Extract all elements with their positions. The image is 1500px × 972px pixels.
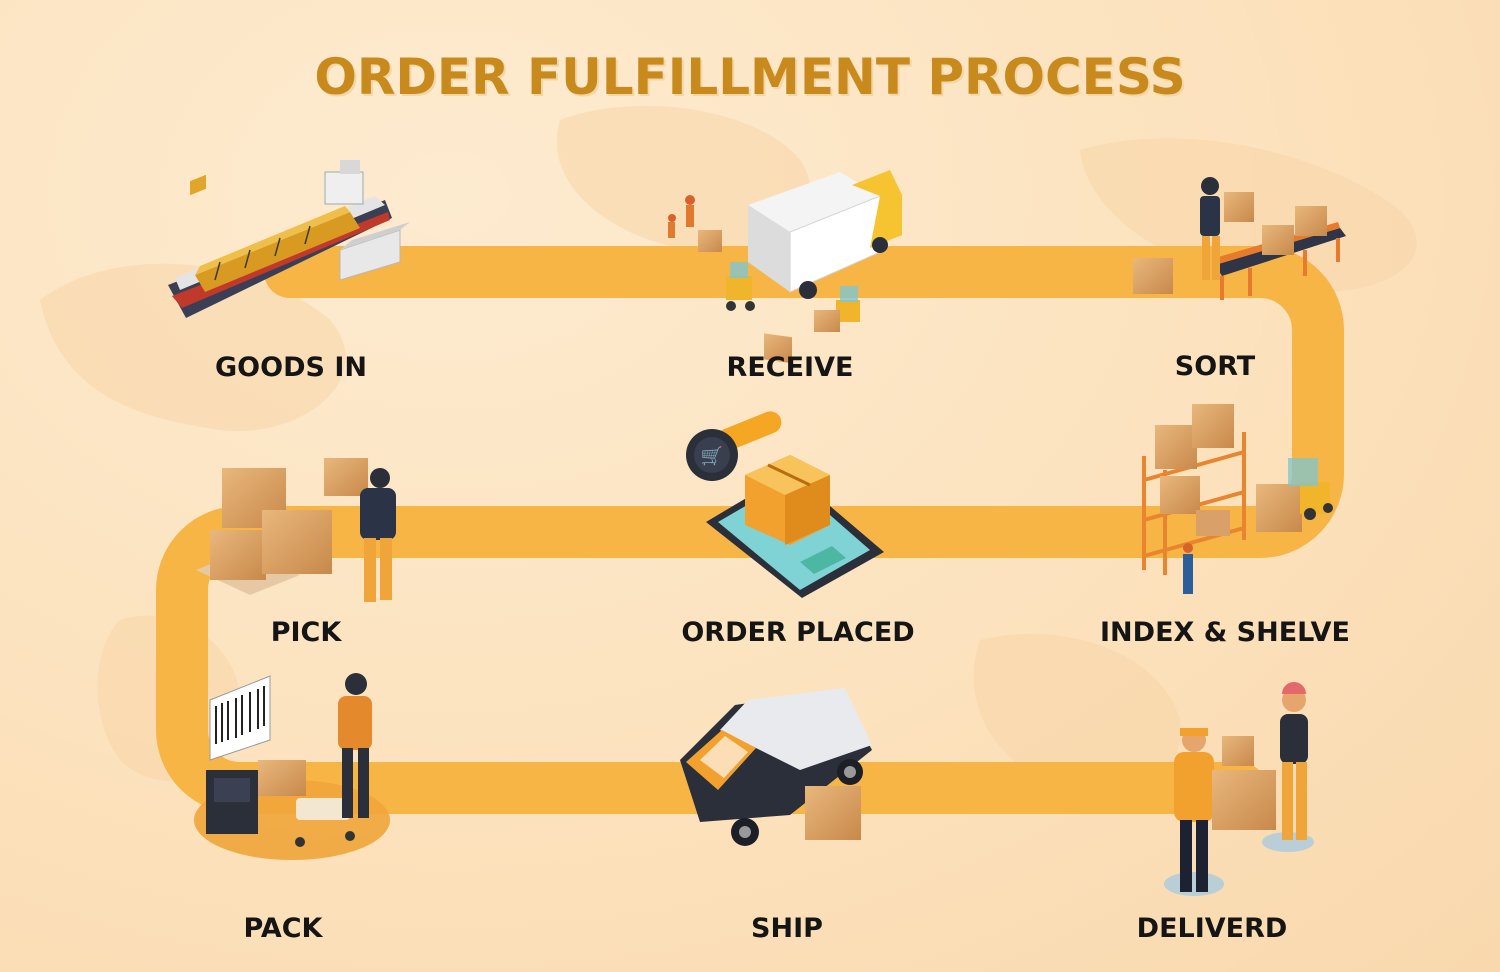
step-label-pick: PICK	[270, 617, 342, 648]
cargo-ship-icon	[168, 160, 410, 318]
step-label-receive: RECEIVE	[726, 352, 854, 383]
delivery-van-icon	[680, 688, 872, 846]
barcode-packing-icon	[194, 673, 390, 860]
worker-picking-box-icon	[196, 458, 396, 602]
courier-figure	[1174, 728, 1214, 892]
worker-figure	[360, 468, 396, 602]
warehouse-shelf-icon	[1142, 404, 1333, 594]
step-label-ship: SHIP	[751, 913, 823, 944]
forklift-icon	[726, 262, 755, 311]
conveyor-sorting-icon	[1133, 177, 1346, 300]
recipient-figure	[1280, 682, 1308, 840]
page-title: ORDER FULFILLMENT PROCESS	[314, 48, 1186, 106]
worker-figure	[1200, 177, 1220, 280]
step-label-delivered: DELIVERD	[1136, 913, 1288, 944]
step-label-sort: SORT	[1174, 351, 1256, 382]
svg-text:🛒: 🛒	[701, 445, 723, 467]
handover-parcel-icon	[1164, 682, 1314, 896]
search-magnifier-icon: 🛒	[686, 411, 782, 481]
step-label-goods-in: GOODS IN	[215, 352, 367, 383]
phone-order-icon: 🛒	[686, 411, 884, 598]
step-label-pack: PACK	[243, 913, 323, 944]
world-map-background	[40, 105, 1417, 794]
delivery-truck-icon	[668, 170, 902, 364]
worker-figure	[338, 673, 372, 818]
barcode-label	[209, 675, 271, 761]
step-label-index-shelve: INDEX & SHELVE	[1100, 617, 1350, 648]
step-label-order-placed: ORDER PLACED	[681, 617, 915, 648]
forklift-icon	[1288, 458, 1333, 520]
